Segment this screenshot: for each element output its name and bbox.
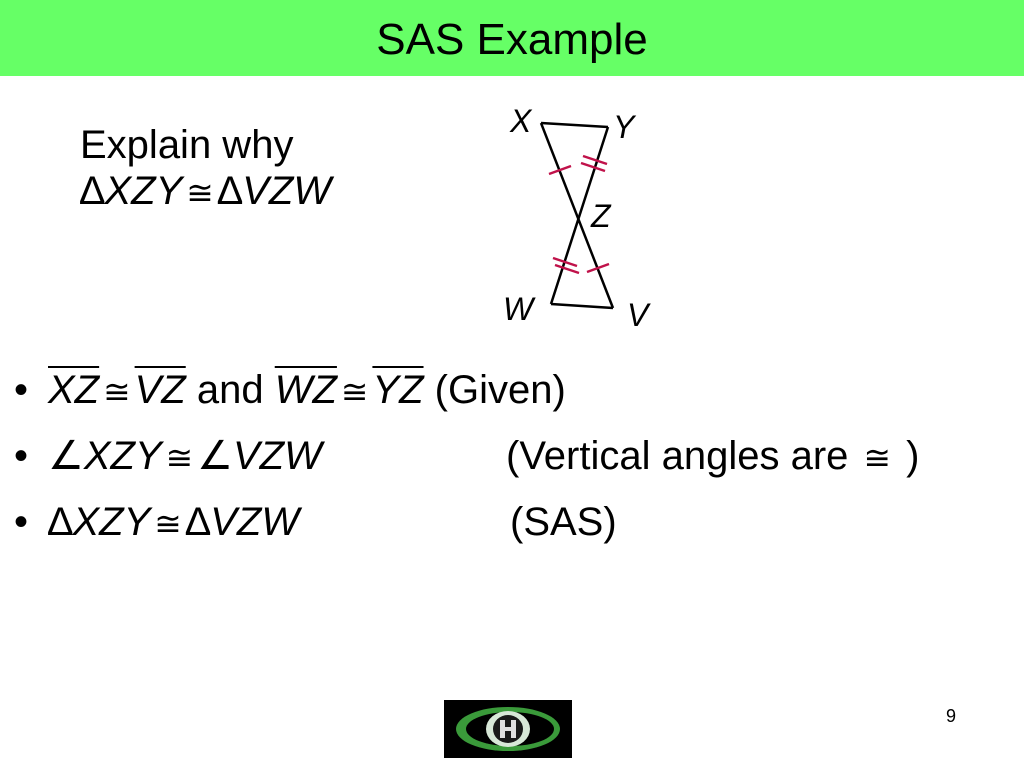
angle-symbol: ∠ xyxy=(197,434,233,478)
statement: ∠XZY≅∠VZW xyxy=(48,428,322,486)
congruent-symbol: ≅ xyxy=(186,174,214,211)
and-word: and xyxy=(196,368,264,412)
bullet: • xyxy=(14,368,29,412)
segment-xv xyxy=(539,122,615,309)
triangle-vzw: VZW xyxy=(210,500,300,544)
tick-mark-vz xyxy=(586,262,610,274)
congruent-symbol: ≅ xyxy=(863,439,891,476)
triangle-vzw: VZW xyxy=(242,169,332,213)
proof-step-given: • XZ≅VZ and WZ≅YZ (Given) xyxy=(0,362,1024,418)
tick-mark-xz xyxy=(548,164,572,176)
delta-symbol: ∆ xyxy=(217,169,243,213)
prompt-line-2: ∆XZY≅∆VZW xyxy=(80,168,331,216)
label-x: X xyxy=(509,103,533,139)
bullet: • xyxy=(14,500,29,544)
congruent-symbol: ≅ xyxy=(165,439,194,476)
reason: (Given) xyxy=(434,368,566,412)
tick-mark-wz-2 xyxy=(554,263,580,275)
label-z: Z xyxy=(590,198,612,234)
label-v: V xyxy=(627,297,651,333)
reason-close: ) xyxy=(895,434,920,478)
proof-step-vertical-angles: • ∠XZY≅∠VZW (Vertical angles are ≅ ) xyxy=(0,428,1024,484)
triangle-edges xyxy=(539,121,615,310)
tick-mark-yz-1 xyxy=(580,161,606,173)
reason: (Vertical angles are ≅ ) xyxy=(506,428,919,486)
page-number: 9 xyxy=(946,706,957,726)
label-y: Y xyxy=(613,109,637,145)
logo-icon xyxy=(444,700,572,758)
triangle-xzy: XZY xyxy=(72,500,151,544)
reason: (SAS) xyxy=(510,500,617,544)
bowtie-triangle-diagram: X Y Z W V xyxy=(503,103,651,333)
congruence-tick-marks xyxy=(548,154,610,275)
segment-vz: VZ xyxy=(134,368,186,412)
angle-symbol: ∠ xyxy=(48,434,84,478)
angle-vzw: VZW xyxy=(233,434,322,478)
segment-xy xyxy=(540,121,609,129)
slide-title: SAS Example xyxy=(376,15,648,64)
reason-text: (Vertical angles are xyxy=(506,434,860,478)
congruent-symbol: ≅ xyxy=(103,373,131,410)
segment-xz: XZ xyxy=(48,368,100,412)
congruent-symbol: ≅ xyxy=(154,505,182,542)
segment-yz: YZ xyxy=(372,368,424,412)
triangle-xzy: XZY xyxy=(104,169,183,213)
prompt-line-1: Explain why xyxy=(80,123,294,167)
statement: XZ≅VZ and WZ≅YZ (Given) xyxy=(48,362,566,420)
segment-yw xyxy=(549,126,610,305)
congruent-symbol: ≅ xyxy=(340,373,369,410)
segment-wz: WZ xyxy=(274,368,337,412)
prompt-text: Explain why ∆XZY≅∆VZW xyxy=(80,122,331,216)
segment-wv xyxy=(550,302,614,310)
delta-symbol: ∆ xyxy=(185,500,211,544)
label-w: W xyxy=(503,291,536,327)
delta-symbol: ∆ xyxy=(80,169,105,213)
title-bar xyxy=(0,0,1024,76)
angle-xzy: XZY xyxy=(83,434,162,478)
proof-step-sas: • ∆XZY≅∆VZW (SAS) xyxy=(0,494,1024,550)
tick-mark-wz-1 xyxy=(552,256,578,268)
bullet: • xyxy=(14,434,29,478)
statement: ∆XZY≅∆VZW xyxy=(48,494,299,552)
tick-mark-yz-2 xyxy=(582,154,608,166)
delta-symbol: ∆ xyxy=(48,500,73,544)
